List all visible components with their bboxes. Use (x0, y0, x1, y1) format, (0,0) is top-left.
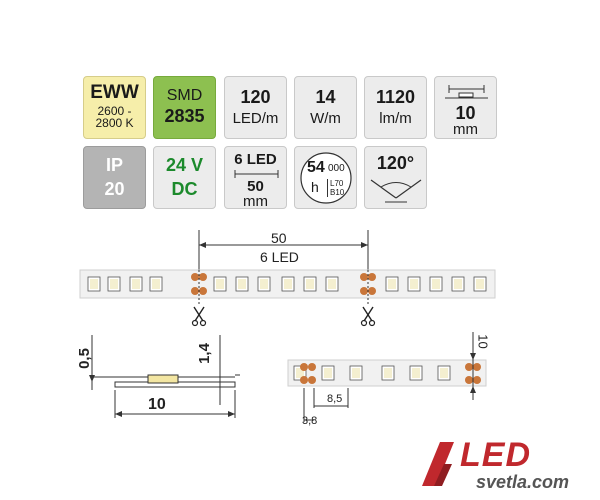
profile-diagram (89, 335, 240, 418)
led-chip-phosphor (328, 279, 336, 289)
led-chip-phosphor (216, 279, 224, 289)
detail-cut-pads (300, 363, 481, 384)
power-value: 14 (315, 87, 336, 107)
cut-point-right (360, 270, 376, 305)
voltage-value: 24 V (165, 155, 204, 175)
strip-width-icon (445, 85, 488, 99)
strip-cut-diagram (79, 230, 496, 327)
logo-mark-icon (422, 442, 454, 486)
color-temperature-range-start: 2600 - (97, 104, 132, 118)
cut-segment-unit: mm (243, 193, 268, 210)
width-value: 10 (455, 103, 476, 123)
led-density-unit: LED/m (232, 110, 279, 127)
color-temperature-tile: EWW 2600 - 2800 K (83, 76, 146, 139)
detail-dim-width: 10 (475, 334, 491, 349)
led-chip-phosphor (476, 279, 484, 289)
led-density-tile: 120 LED/m (224, 76, 287, 139)
led-chip-phosphor (110, 279, 118, 289)
lifetime-unit: h (311, 179, 319, 195)
led-chip-phosphor (284, 279, 292, 289)
voltage-type: DC (171, 179, 198, 199)
width-tile: 10 mm (434, 76, 497, 139)
color-temperature-range-end: 2800 K (95, 116, 134, 130)
width-unit: mm (453, 121, 478, 138)
led-chip-phosphor (132, 279, 140, 289)
scissors-icon (360, 306, 376, 327)
beam-angle-icon (370, 179, 422, 203)
led-chip-phosphor (440, 368, 448, 378)
power-tile: 14 W/m (294, 76, 357, 139)
beam-angle-tile: 120° (364, 146, 427, 209)
ip-rating-label: IP (105, 155, 123, 175)
led-chip-phosphor (260, 279, 268, 289)
led-chip-phosphor (454, 279, 462, 289)
brand-logo: LED svetla.com (420, 436, 600, 500)
lifetime-tile: 54 000 h L70 B10 (294, 146, 357, 209)
cut-segment-length: 50 (247, 178, 264, 195)
led-chip-phosphor (432, 279, 440, 289)
profile-dim-height: 1,4 (195, 343, 213, 364)
cut-segment-leds: 6 LED (234, 151, 277, 168)
color-temperature-title: EWW (90, 82, 139, 103)
voltage-tile: 24 V DC (153, 146, 216, 209)
led-chip-phosphor (352, 368, 360, 378)
strip-dim-length: 50 (271, 230, 287, 246)
led-chip-phosphor (324, 368, 332, 378)
profile-dim-thin: 0,5 (75, 348, 93, 369)
led-chip-phosphor (296, 368, 304, 378)
ip-rating-tile: IP 20 (83, 146, 146, 209)
ip-rating-value: 20 (104, 179, 125, 199)
led-chip-phosphor (238, 279, 246, 289)
logo-brand: LED (460, 436, 531, 474)
lifetime-value: 54 (307, 159, 325, 176)
lumen-value: 1120 (375, 87, 416, 107)
detail-dim-offset: 3,8 (302, 415, 318, 427)
scissors-icon (191, 306, 207, 327)
cut-segment-tile: 6 LED 50 mm (224, 146, 287, 210)
beam-angle-value: 120° (376, 153, 415, 173)
lumen-unit: lm/m (379, 110, 412, 127)
chip-type-value: 2835 (164, 106, 205, 126)
led-density-value: 120 (240, 87, 271, 107)
lifetime-circle-icon (300, 152, 352, 204)
cut-point-left (191, 270, 207, 305)
cut-segment-dimension-icon (234, 170, 279, 178)
chip-type-tile: SMD 2835 (153, 76, 216, 139)
profile-dim-width: 10 (148, 396, 166, 413)
led-chip-phosphor (384, 368, 392, 378)
strip-dim-leds: 6 LED (260, 249, 299, 265)
led-chip-phosphor (410, 279, 418, 289)
chip-type-label: SMD (166, 87, 203, 104)
power-unit: W/m (310, 110, 341, 127)
led-chip-phosphor (388, 279, 396, 289)
lifetime-suffix: 000 (328, 163, 345, 174)
led-chip-phosphor (306, 279, 314, 289)
led-chip-phosphor (90, 279, 98, 289)
led-chip-phosphor (152, 279, 160, 289)
strip-detail-diagram (287, 332, 487, 422)
lifetime-b10: B10 (327, 188, 344, 197)
lifetime-l70: L70 (327, 179, 343, 188)
lumen-tile: 1120 lm/m (364, 76, 427, 139)
led-chip-phosphor (412, 368, 420, 378)
logo-site: svetla.com (476, 472, 570, 492)
detail-dim-pitch: 8,5 (327, 393, 343, 405)
